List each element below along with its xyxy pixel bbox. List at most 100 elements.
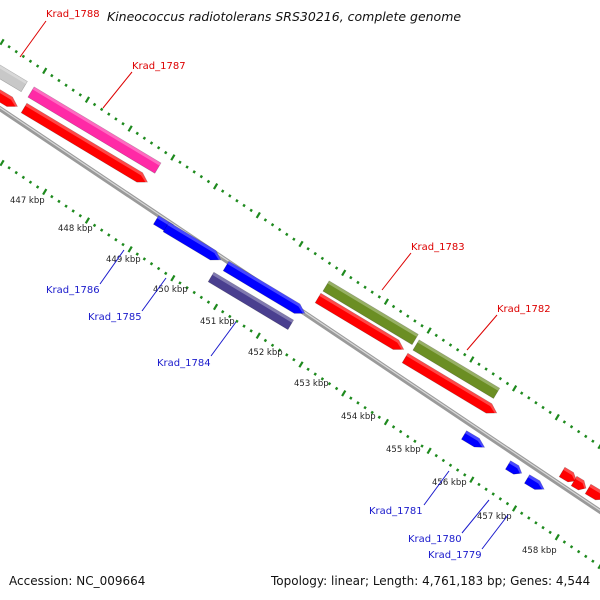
leader-krad-1779: [481, 514, 509, 550]
minor-tick: [541, 405, 545, 410]
minor-tick: [519, 511, 524, 515]
cds-krad-1782-shape[interactable]: [401, 352, 498, 414]
cds-krad-1787-shape[interactable]: [20, 102, 148, 183]
gene-krad-1785-left[interactable]: [162, 221, 222, 262]
minor-tick: [576, 429, 581, 434]
gene-label-krad-1785[interactable]: Krad_1785: [88, 312, 142, 323]
gene-label-krad-1786[interactable]: Krad_1786: [46, 285, 100, 296]
gene-krad-1785-right[interactable]: [222, 260, 306, 316]
minor-tick: [192, 290, 196, 295]
cds-krad-1782[interactable]: [401, 352, 498, 415]
minor-tick: [142, 257, 147, 261]
cds-right-edge-2[interactable]: [570, 475, 587, 491]
scale-label-2: 448 kbp: [58, 224, 93, 234]
gene-krad-1781-highlight: [465, 430, 485, 450]
scale-label-9: 455 kbp: [386, 445, 421, 455]
gene-krad-1779[interactable]: [524, 474, 545, 492]
minor-tick: [7, 45, 11, 49]
scale-label-4: 450 kbp: [153, 285, 188, 295]
minor-tick: [569, 545, 574, 549]
minor-tick: [192, 170, 196, 174]
gene-krad-1785-left-shape[interactable]: [162, 221, 222, 261]
major-tick: [84, 217, 91, 224]
gene-krad-1788[interactable]: [0, 61, 28, 93]
accession-value: NC_009664: [76, 574, 146, 588]
major-tick: [554, 533, 560, 541]
gene-krad-1780[interactable]: [505, 460, 523, 475]
major-tick: [554, 413, 560, 421]
minor-tick: [534, 521, 538, 525]
minor-tick: [455, 468, 460, 472]
gene-label-krad-1787[interactable]: Krad_1787: [132, 61, 186, 72]
cds-krad-1783-highlight: [319, 293, 404, 352]
major-tick: [298, 240, 304, 248]
minor-tick: [320, 256, 325, 261]
cds-krad-1788-shape[interactable]: [0, 85, 18, 107]
minor-tick: [92, 223, 97, 228]
minor-tick: [242, 324, 246, 328]
gene-krad-1780-shape[interactable]: [505, 460, 523, 475]
minor-tick: [57, 199, 61, 204]
minor-tick: [228, 314, 232, 319]
minor-tick: [21, 54, 26, 59]
minor-tick: [277, 227, 282, 232]
gene-krad-1782[interactable]: [412, 339, 501, 399]
cds-krad-1782-highlight: [406, 353, 497, 415]
minor-tick: [306, 247, 310, 251]
cds-right-edge-3-highlight: [589, 484, 600, 494]
major-tick: [127, 246, 133, 253]
cds-right-edge-3[interactable]: [584, 483, 600, 501]
gene-krad-1781-shape[interactable]: [461, 430, 486, 448]
cds-krad-1787-highlight: [25, 103, 148, 184]
minor-tick: [505, 381, 510, 386]
leader-krad-1782: [466, 314, 498, 351]
gene-krad-1784[interactable]: [207, 271, 294, 330]
summary-footer: Topology: linear; Length: 4,761,183 bp; …: [271, 574, 591, 588]
minor-tick: [498, 376, 503, 381]
cds-right-edge-2-shape[interactable]: [570, 475, 587, 491]
leader-krad-1786: [99, 249, 125, 285]
gene-krad-1779-shape[interactable]: [524, 474, 545, 490]
minor-tick: [591, 439, 595, 443]
gene-label-krad-1788[interactable]: Krad_1788: [46, 9, 100, 20]
gene-label-krad-1782[interactable]: Krad_1782: [497, 304, 551, 315]
gene-label-krad-1781[interactable]: Krad_1781: [369, 506, 423, 517]
minor-tick: [71, 88, 75, 92]
minor-tick: [370, 290, 374, 294]
minor-tick: [206, 300, 211, 304]
cds-right-edge-1-shape[interactable]: [558, 466, 577, 483]
minor-tick: [406, 434, 410, 439]
cds-right-edge-3-shape[interactable]: [584, 483, 600, 501]
minor-tick: [35, 185, 40, 189]
minor-tick: [178, 281, 182, 285]
minor-tick: [99, 228, 104, 232]
cds-krad-1787[interactable]: [20, 102, 148, 184]
cds-krad-1783[interactable]: [314, 292, 405, 352]
cds-krad-1783-shape[interactable]: [314, 292, 405, 350]
gene-krad-1781[interactable]: [461, 430, 486, 450]
gene-krad-1788-highlight: [0, 65, 28, 85]
minor-tick: [313, 372, 317, 376]
gene-label-krad-1780[interactable]: Krad_1780: [408, 534, 462, 545]
minor-tick: [277, 348, 282, 352]
gene-label-krad-1783[interactable]: Krad_1783: [411, 242, 465, 253]
gene-label-krad-1784[interactable]: Krad_1784: [157, 358, 211, 369]
gene-krad-1787[interactable]: [27, 86, 162, 174]
minor-tick: [441, 338, 446, 342]
minor-tick: [242, 203, 246, 208]
minor-tick: [463, 352, 467, 357]
minor-tick: [64, 83, 68, 88]
leader-krad-1785: [141, 277, 167, 312]
gene-krad-1785-right-shape[interactable]: [222, 260, 306, 314]
scale-label-7: 453 kbp: [294, 379, 329, 389]
gene-krad-1783[interactable]: [322, 280, 419, 346]
cds-krad-1788[interactable]: [0, 85, 18, 109]
minor-tick: [434, 333, 438, 338]
cds-right-edge-1[interactable]: [558, 466, 577, 483]
minor-tick: [548, 410, 552, 415]
major-tick: [42, 67, 48, 75]
minor-tick: [28, 180, 33, 184]
gene-label-krad-1779[interactable]: Krad_1779: [428, 550, 482, 561]
cds-krad-1788-highlight: [0, 89, 18, 109]
scale-label-11: 457 kbp: [477, 512, 512, 522]
